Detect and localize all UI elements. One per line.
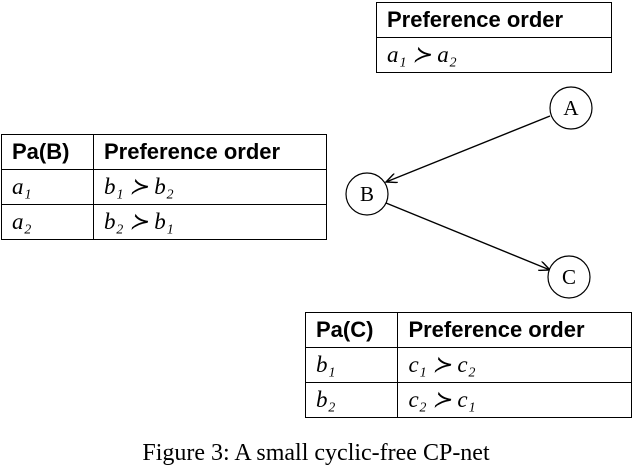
node-a: A bbox=[549, 86, 593, 130]
cp-net-graph: A B C bbox=[345, 86, 593, 299]
cpt-b-order-header: Preference order bbox=[93, 134, 327, 170]
cpt-b-table: Pa(B) Preference order a₁ b₁ ≻ b₂ a₂ b₂ … bbox=[1, 134, 327, 240]
table-row: a₂ b₂ ≻ b₁ bbox=[1, 204, 327, 240]
cpt-c-order-value: c₂ ≻ c₁ bbox=[397, 382, 632, 418]
table-row: a₁ ≻ a₂ bbox=[376, 37, 612, 73]
node-b-label: B bbox=[360, 182, 374, 206]
cpt-b-parent-value: a₁ bbox=[1, 169, 94, 205]
cpt-c-parent-value: b₂ bbox=[304, 382, 399, 418]
table-row: b₂ c₂ ≻ c₁ bbox=[304, 382, 632, 418]
cpt-b-order-value: b₂ ≻ b₁ bbox=[93, 204, 327, 240]
cpt-c-order-header: Preference order bbox=[397, 312, 632, 348]
cpt-a-header: Preference order bbox=[376, 2, 612, 38]
cpt-a-table: Preference order a₁ ≻ a₂ bbox=[376, 2, 612, 73]
cpt-a-order: a₁ ≻ a₂ bbox=[376, 37, 612, 73]
cpt-b-parent-header: Pa(B) bbox=[1, 134, 94, 170]
node-c: C bbox=[547, 255, 591, 299]
cpt-c-parent-header: Pa(C) bbox=[304, 312, 399, 348]
cpt-c-parent-value: b₁ bbox=[304, 347, 399, 383]
cpt-b-parent-value: a₂ bbox=[1, 204, 94, 240]
table-row: b₁ c₁ ≻ c₂ bbox=[304, 347, 632, 383]
table-row: a₁ b₁ ≻ b₂ bbox=[1, 169, 327, 205]
node-a-label: A bbox=[563, 96, 579, 120]
edge-b-to-c bbox=[385, 202, 550, 270]
cpt-c-table: Pa(C) Preference order b₁ c₁ ≻ c₂ b₂ c₂ … bbox=[304, 312, 632, 418]
edge-a-to-b bbox=[386, 115, 551, 182]
node-b: B bbox=[345, 172, 389, 216]
node-c-label: C bbox=[562, 265, 576, 289]
cpt-c-order-value: c₁ ≻ c₂ bbox=[397, 347, 632, 383]
cpt-b-order-value: b₁ ≻ b₂ bbox=[93, 169, 327, 205]
